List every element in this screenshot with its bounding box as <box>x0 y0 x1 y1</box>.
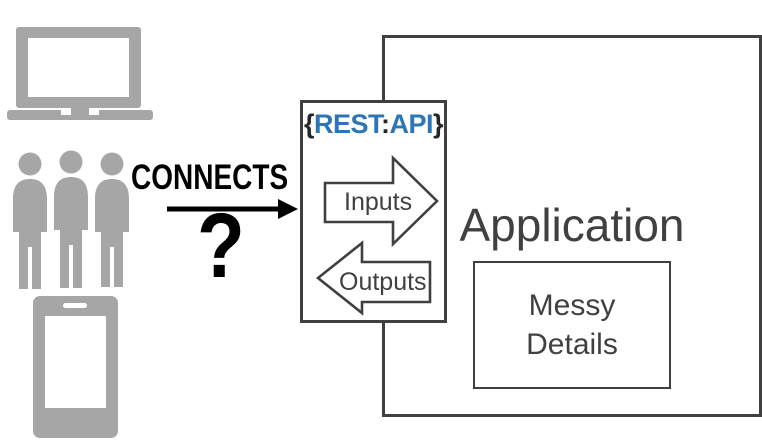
question-mark: ? <box>197 195 245 297</box>
connects-label: CONNECTS <box>131 158 289 197</box>
rest-api-brace-open: { <box>303 109 315 139</box>
inputs-label: Inputs <box>344 188 413 216</box>
messy-details-line-1: Messy <box>528 289 616 322</box>
connects-arrow-icon <box>167 199 298 219</box>
rest-api-colon: : <box>381 109 390 139</box>
messy-details-box: Messy Details <box>473 261 671 389</box>
rest-api-title: {REST:API} <box>303 109 444 140</box>
phone-icon <box>33 296 118 438</box>
rest-api-rest: REST <box>313 109 382 139</box>
application-title: Application <box>459 199 685 251</box>
laptop-icon <box>7 27 153 120</box>
users-icon <box>13 150 129 289</box>
rest-api-api: API <box>389 109 434 139</box>
messy-details-line-2: Details <box>526 328 618 361</box>
inputs-outputs-arrows-icon <box>315 154 439 316</box>
rest-api-brace-close: } <box>433 109 444 139</box>
outputs-label: Outputs <box>339 268 427 296</box>
rest-api-box: {REST:API} Inputs Outputs <box>300 100 447 323</box>
